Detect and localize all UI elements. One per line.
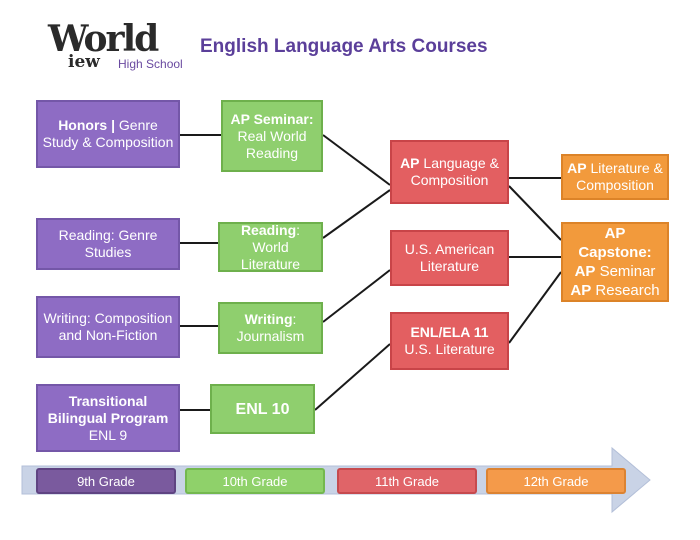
enl10-label: ENL 10 <box>235 400 290 418</box>
us-literature-text: U.S. Literature <box>404 341 495 357</box>
grade-11-label: 11th Grade <box>337 468 477 494</box>
reading-genre-studies-text: Reading: Genre Studies <box>58 227 158 260</box>
writing-composition-text: Writing: Composition and Non-Fiction <box>43 310 173 343</box>
journalism-text: : Journalism <box>236 311 305 344</box>
ap-seminar-label: AP Seminar: <box>230 110 314 127</box>
ap-lang-bold: AP <box>400 155 420 171</box>
page-title: English Language Arts Courses <box>200 36 488 57</box>
reading-label: Reading <box>240 221 297 238</box>
ap-literature-composition-box: AP Literature & Composition <box>561 154 669 200</box>
world-literature-text: : World Literature <box>240 221 301 272</box>
enl9-label: ENL 9 <box>88 426 128 443</box>
ap-language-composition-box: AP Language & Composition <box>390 140 509 204</box>
grade-10-label: 10th Grade <box>185 468 325 494</box>
enl-ela11-box: ENL/ELA 11 U.S. Literature <box>390 312 509 370</box>
school-logo: World iew High School <box>44 18 189 74</box>
research-text: Research <box>591 282 660 299</box>
writing-composition-box: Writing: Composition and Non-Fiction <box>36 296 180 358</box>
honors-course: Genre Study & Composition <box>42 117 174 150</box>
seminar-text: Seminar <box>595 263 656 280</box>
reading-world-literature-box: Reading: World Literature <box>218 222 323 272</box>
writing-label: Writing <box>244 311 293 327</box>
ap-lit-text: Literature & Composition <box>576 160 663 193</box>
transitional-bilingual-label: Transitional Bilingual Program <box>47 392 169 426</box>
reading-genre-studies-box: Reading: Genre Studies <box>36 218 180 270</box>
enl-ela11-label: ENL/ELA 11 <box>410 324 489 340</box>
ap-capstone-label: AP Capstone: <box>578 225 652 261</box>
honors-genre-study-box: Honors | Genre Study & Composition <box>36 100 180 168</box>
ap-lit-bold: AP <box>567 160 587 176</box>
ap-lang-text: Language & Composition <box>410 155 499 188</box>
grade-12-label: 12th Grade <box>486 468 626 494</box>
us-american-literature-box: U.S. American Literature <box>390 230 509 286</box>
real-world-reading-text: Real World Reading <box>237 127 307 161</box>
logo-world: World <box>48 18 159 60</box>
logo-high-school: High School <box>118 57 183 71</box>
enl10-box: ENL 10 <box>210 384 315 434</box>
ap-research-bold: AP <box>570 282 592 299</box>
grade-9-label: 9th Grade <box>36 468 176 494</box>
us-american-literature-text: U.S. American Literature <box>404 241 495 274</box>
ap-capstone-box: AP Capstone: AP Seminar AP Research <box>561 222 669 302</box>
writing-journalism-box: Writing: Journalism <box>218 302 323 354</box>
ap-seminar-bold: AP <box>574 263 596 280</box>
ap-seminar-real-world-box: AP Seminar: Real World Reading <box>221 100 323 172</box>
transitional-bilingual-box: Transitional Bilingual Program ENL 9 <box>36 384 180 452</box>
logo-view: iew <box>68 52 100 72</box>
honors-label: Honors | <box>58 117 115 133</box>
